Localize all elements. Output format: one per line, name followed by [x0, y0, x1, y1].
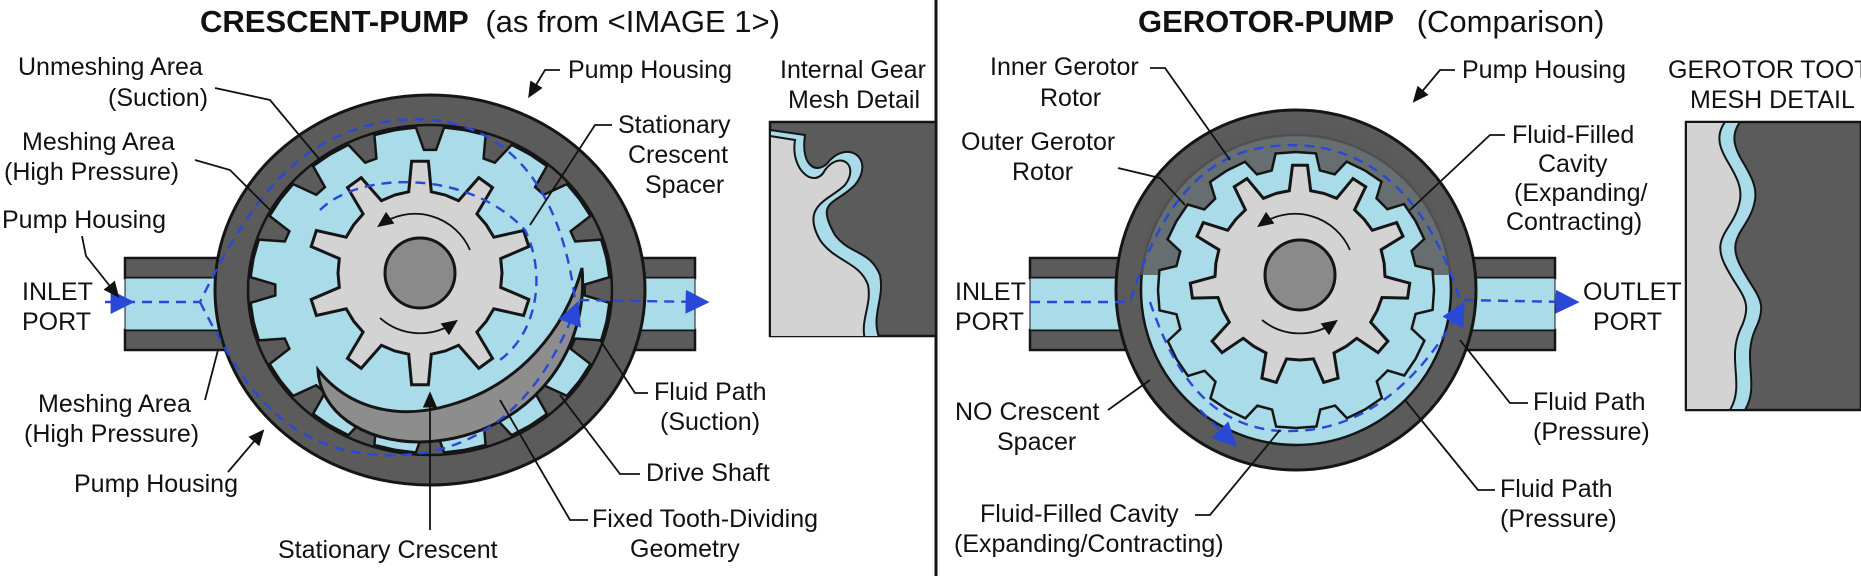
label-fixed-geometry-2: Geometry — [630, 535, 740, 563]
gerotor-rotation-arrow-upper — [1257, 211, 1351, 251]
gerotor-flow-upper — [1030, 143, 1580, 314]
label-stationary-crescent: Stationary Crescent — [278, 536, 498, 564]
crescent-title-rest: (as from <IMAGE 1>) — [485, 4, 780, 39]
leader-spacer — [529, 124, 612, 226]
label-fluid-suction-2: (Suction) — [660, 408, 760, 436]
leader-unmeshing — [214, 87, 321, 161]
label-meshing-top-2: (High Pressure) — [4, 158, 179, 186]
label-fluid-pressure-a-2: (Pressure) — [1533, 418, 1650, 446]
rotation-arrow-upper — [377, 211, 471, 251]
label-cavity-bottom-2: (Expanding/Contracting) — [954, 530, 1224, 558]
label-fluid-pressure-a-1: Fluid Path — [1533, 388, 1646, 416]
label-outer-rotor-1: Outer Gerotor — [961, 128, 1115, 156]
leader-no-crescent — [1107, 379, 1151, 411]
gerotor-detail-label-1: GEROTOR TOOTH — [1668, 56, 1861, 84]
label-drive-shaft: Drive Shaft — [646, 459, 770, 487]
leader-cavity-top — [1409, 134, 1505, 211]
gerotor-title-bold: GEROTOR-PUMP — [1138, 4, 1394, 39]
label-spacer-3: Spacer — [645, 171, 724, 199]
label-inner-rotor-2: Rotor — [1040, 84, 1101, 112]
stationary-crescent-spacer — [316, 267, 585, 444]
leader-inner-rotor — [1150, 67, 1231, 161]
label-inner-rotor-1: Inner Gerotor — [990, 53, 1139, 81]
label-spacer-1: Stationary — [618, 111, 731, 139]
leader-housing-left — [81, 235, 120, 298]
label-gerotor-housing-top: Pump Housing — [1462, 56, 1626, 84]
label-meshing-top-1: Meshing Area — [22, 128, 175, 156]
leader-fluid-suction — [599, 339, 648, 394]
leader-fluid-pressure-a — [1459, 339, 1528, 404]
outer-ring-gear — [246, 123, 614, 457]
label-fixed-geometry-1: Fixed Tooth-Dividing — [592, 505, 818, 533]
label-cavity-bottom-1: Fluid-Filled Cavity — [980, 500, 1179, 528]
leader-meshing-top — [194, 159, 271, 211]
label-gerotor-inlet-1: INLET — [955, 278, 1026, 306]
label-inlet-1: INLET — [22, 278, 93, 306]
leader-fluid-pressure-b — [1404, 399, 1495, 491]
gerotor-title-rest: (Comparison) — [1417, 4, 1605, 39]
label-cavity-top-1: Fluid-Filled — [1512, 121, 1634, 149]
rotation-arrow-lower — [379, 317, 458, 336]
gerotor-hub — [1263, 238, 1337, 312]
flow-path-lower — [198, 301, 581, 457]
label-cavity-top-3: (Expanding/ — [1514, 179, 1647, 207]
label-no-crescent-1: NO Crescent — [955, 398, 1100, 426]
drive-shaft-hub — [383, 236, 457, 310]
internal-gear-detail-label-1: Internal Gear — [780, 56, 926, 84]
flow-path-inner — [319, 180, 538, 361]
leader-meshing-bottom — [204, 349, 219, 401]
label-housing-bottom: Pump Housing — [74, 470, 238, 498]
crescent-title-bold: CRESCENT-PUMP — [200, 4, 469, 39]
gerotor-title: GEROTOR-PUMP (Comparison) — [1138, 4, 1604, 39]
label-inlet-2: PORT — [22, 308, 91, 336]
gerotor-flow-bottom-arrow — [1199, 409, 1237, 447]
flow-path-upper — [125, 118, 710, 314]
leader-housing-top — [528, 69, 560, 99]
label-unmeshing-area-2: (Suction) — [108, 84, 208, 112]
gerotor-pump-panel: GEROTOR-PUMP (Comparison) GEROTOR TOOTH … — [954, 4, 1861, 558]
label-spacer-2: Crescent — [628, 141, 728, 169]
label-unmeshing-area-1: Unmeshing Area — [18, 53, 203, 81]
label-no-crescent-2: Spacer — [997, 428, 1076, 456]
label-outer-rotor-2: Rotor — [1012, 158, 1073, 186]
crescent-title: CRESCENT-PUMP (as from <IMAGE 1>) — [200, 4, 780, 39]
label-meshing-bottom-2: (High Pressure) — [24, 420, 199, 448]
label-fluid-suction-1: Fluid Path — [654, 378, 767, 406]
gerotor-detail-gear — [1686, 122, 1748, 410]
label-meshing-bottom-1: Meshing Area — [38, 390, 191, 418]
label-housing-left: Pump Housing — [2, 206, 166, 234]
leader-cavity-bottom — [1195, 429, 1281, 516]
crescent-pump-panel: CRESCENT-PUMP (as from <IMAGE 1>) — [2, 4, 938, 564]
gerotor-rotation-arrow-lower — [1261, 319, 1338, 336]
label-cavity-top-4: Contracting) — [1506, 208, 1642, 236]
internal-gear-detail-label-2: Mesh Detail — [788, 86, 920, 114]
leader-fixed-geometry — [499, 399, 588, 521]
label-outlet-1: OUTLET — [1583, 278, 1682, 306]
gerotor-detail-label-2: MESH DETAIL — [1690, 86, 1855, 114]
label-outlet-2: PORT — [1593, 308, 1662, 336]
label-housing-top: Pump Housing — [568, 56, 732, 84]
leader-gerotor-housing-top — [1412, 69, 1455, 103]
leader-outer-rotor — [1117, 167, 1186, 206]
label-gerotor-inlet-2: PORT — [955, 308, 1024, 336]
leader-drive-shaft — [559, 394, 640, 475]
label-fluid-pressure-b-1: Fluid Path — [1500, 475, 1613, 503]
label-fluid-pressure-b-2: (Pressure) — [1500, 505, 1617, 533]
leader-housing-bottom — [227, 429, 265, 473]
internal-gear-detail-gear — [770, 134, 870, 336]
label-cavity-top-2: Cavity — [1538, 150, 1608, 178]
